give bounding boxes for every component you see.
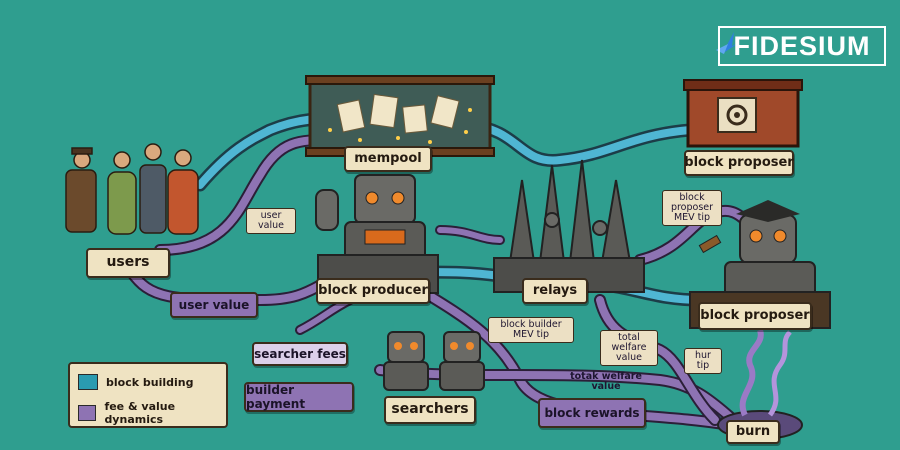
label-block-producer: block producer bbox=[316, 278, 430, 304]
label-burn: burn bbox=[726, 420, 780, 444]
label-users: users bbox=[86, 248, 170, 278]
flow-totak-welfare-value: totak welfare value bbox=[570, 371, 642, 392]
flow-hur-tip: hur tip bbox=[684, 348, 722, 374]
legend-item-block-building: block building bbox=[78, 374, 193, 390]
proposer-robot bbox=[689, 200, 831, 329]
legend-swatch bbox=[78, 374, 98, 390]
brand-logo: FIDESIUM bbox=[718, 26, 886, 66]
legend-label: block building bbox=[106, 375, 194, 389]
relay-towers bbox=[493, 159, 645, 293]
legend-label: fee & value dynamics bbox=[104, 400, 176, 426]
flow-block-rewards: block rewards bbox=[538, 398, 646, 428]
producer-robot bbox=[315, 174, 439, 294]
legend-swatch bbox=[78, 405, 97, 421]
label-relays: relays bbox=[522, 278, 588, 304]
flow-searcher-fees: searcher fees bbox=[252, 342, 348, 366]
label-mempool: mempool bbox=[344, 146, 432, 172]
label-searchers: searchers bbox=[384, 396, 476, 424]
label-block-proposer-bottom: block proposer bbox=[698, 302, 812, 330]
flow-block-proposer-mev-tip: block proposer MEV tip bbox=[662, 190, 722, 226]
proposer-chest bbox=[683, 79, 803, 148]
flow-user-value-small: user value bbox=[246, 208, 296, 234]
flow-user-value: user value bbox=[170, 292, 258, 318]
label-block-proposer-top: block proposer bbox=[684, 150, 794, 176]
users-illustration bbox=[65, 143, 199, 235]
legend-item-fee-value: fee & value dynamics bbox=[78, 400, 226, 426]
flow-builder-payment: builder payment bbox=[244, 382, 354, 412]
mempool-crate bbox=[305, 75, 495, 157]
flow-total-welfare-value: total welfare value bbox=[600, 330, 658, 366]
legend: block building fee & value dynamics bbox=[68, 362, 228, 428]
flow-block-builder-mev-tip: block builder MEV tip bbox=[488, 317, 574, 343]
searcher-robots bbox=[383, 331, 485, 391]
